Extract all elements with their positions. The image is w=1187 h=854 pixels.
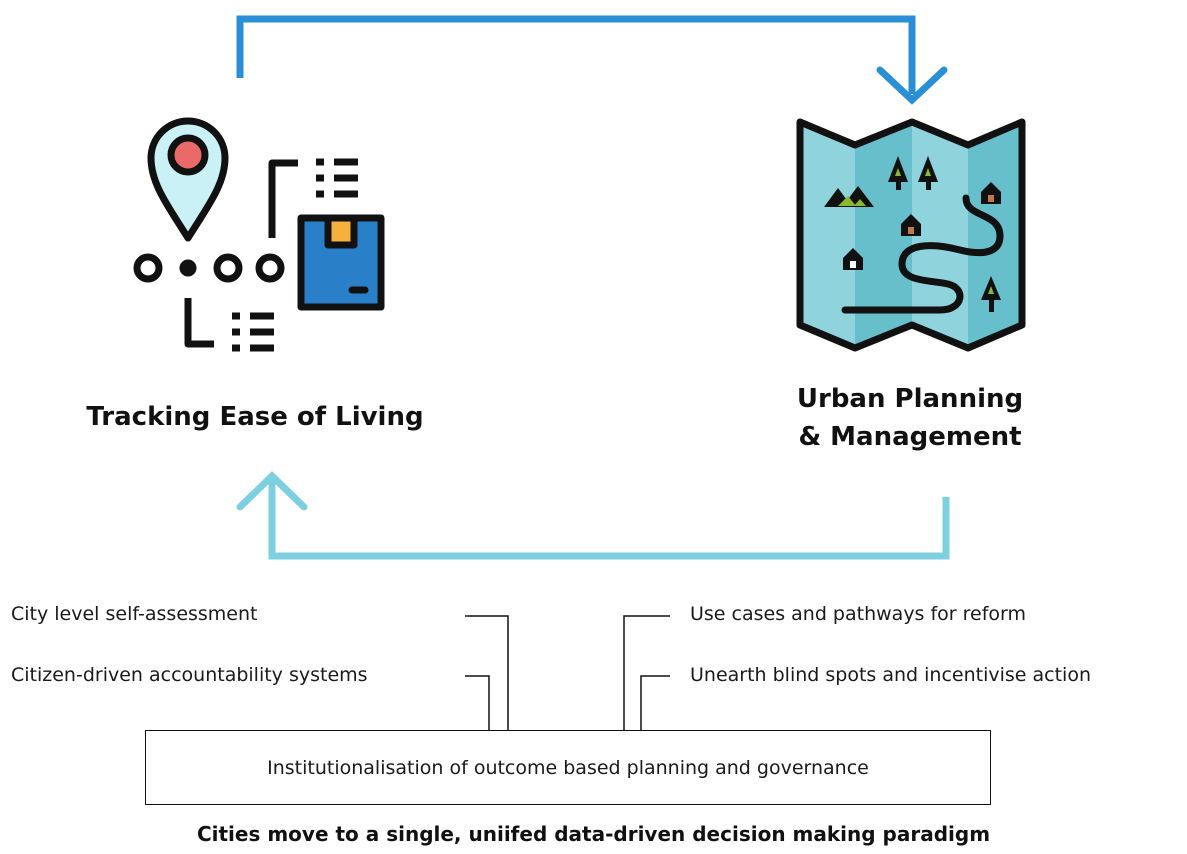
connector-right-2 bbox=[640, 675, 670, 730]
connector-left-1 bbox=[465, 615, 509, 730]
folded-map-icon bbox=[796, 118, 1026, 352]
label-accountability-systems: Citizen-driven accountability systems bbox=[11, 664, 368, 686]
list-lines-upper-icon bbox=[316, 158, 358, 198]
label-self-assessment: City level self-assessment bbox=[11, 603, 258, 625]
label-use-cases: Use cases and pathways for reform bbox=[690, 603, 1027, 625]
connector-lines bbox=[465, 615, 670, 730]
bottom-flow-arrow bbox=[236, 471, 950, 560]
list-lines-lower-icon bbox=[232, 312, 274, 352]
institutionalisation-text: Institutionalisation of outcome based pl… bbox=[267, 756, 869, 779]
tree-icons bbox=[888, 156, 1001, 312]
house-icons bbox=[843, 182, 1001, 270]
mountains-icon bbox=[824, 186, 874, 207]
node-title-urban-planning: Urban Planning & Management bbox=[760, 380, 1060, 456]
label-blind-spots: Unearth blind spots and incentivise acti… bbox=[690, 664, 1092, 686]
package-box-icon bbox=[297, 214, 385, 311]
footer-caption: Cities move to a single, uniifed data-dr… bbox=[196, 822, 991, 846]
node-title-tracking: Tracking Ease of Living bbox=[86, 402, 424, 432]
winding-road-icon bbox=[841, 194, 1004, 314]
map-pin-icon bbox=[147, 117, 229, 242]
location-pin-package-tracking-icon bbox=[133, 117, 385, 352]
institutionalisation-box: Institutionalisation of outcome based pl… bbox=[145, 730, 991, 805]
route-dots-icon bbox=[133, 253, 285, 283]
node-title-line2: & Management bbox=[798, 422, 1022, 452]
top-flow-arrow bbox=[236, 15, 948, 105]
connector-right-1 bbox=[623, 615, 670, 730]
node-title-line1: Urban Planning bbox=[796, 384, 1024, 414]
connector-left-2 bbox=[465, 675, 490, 730]
